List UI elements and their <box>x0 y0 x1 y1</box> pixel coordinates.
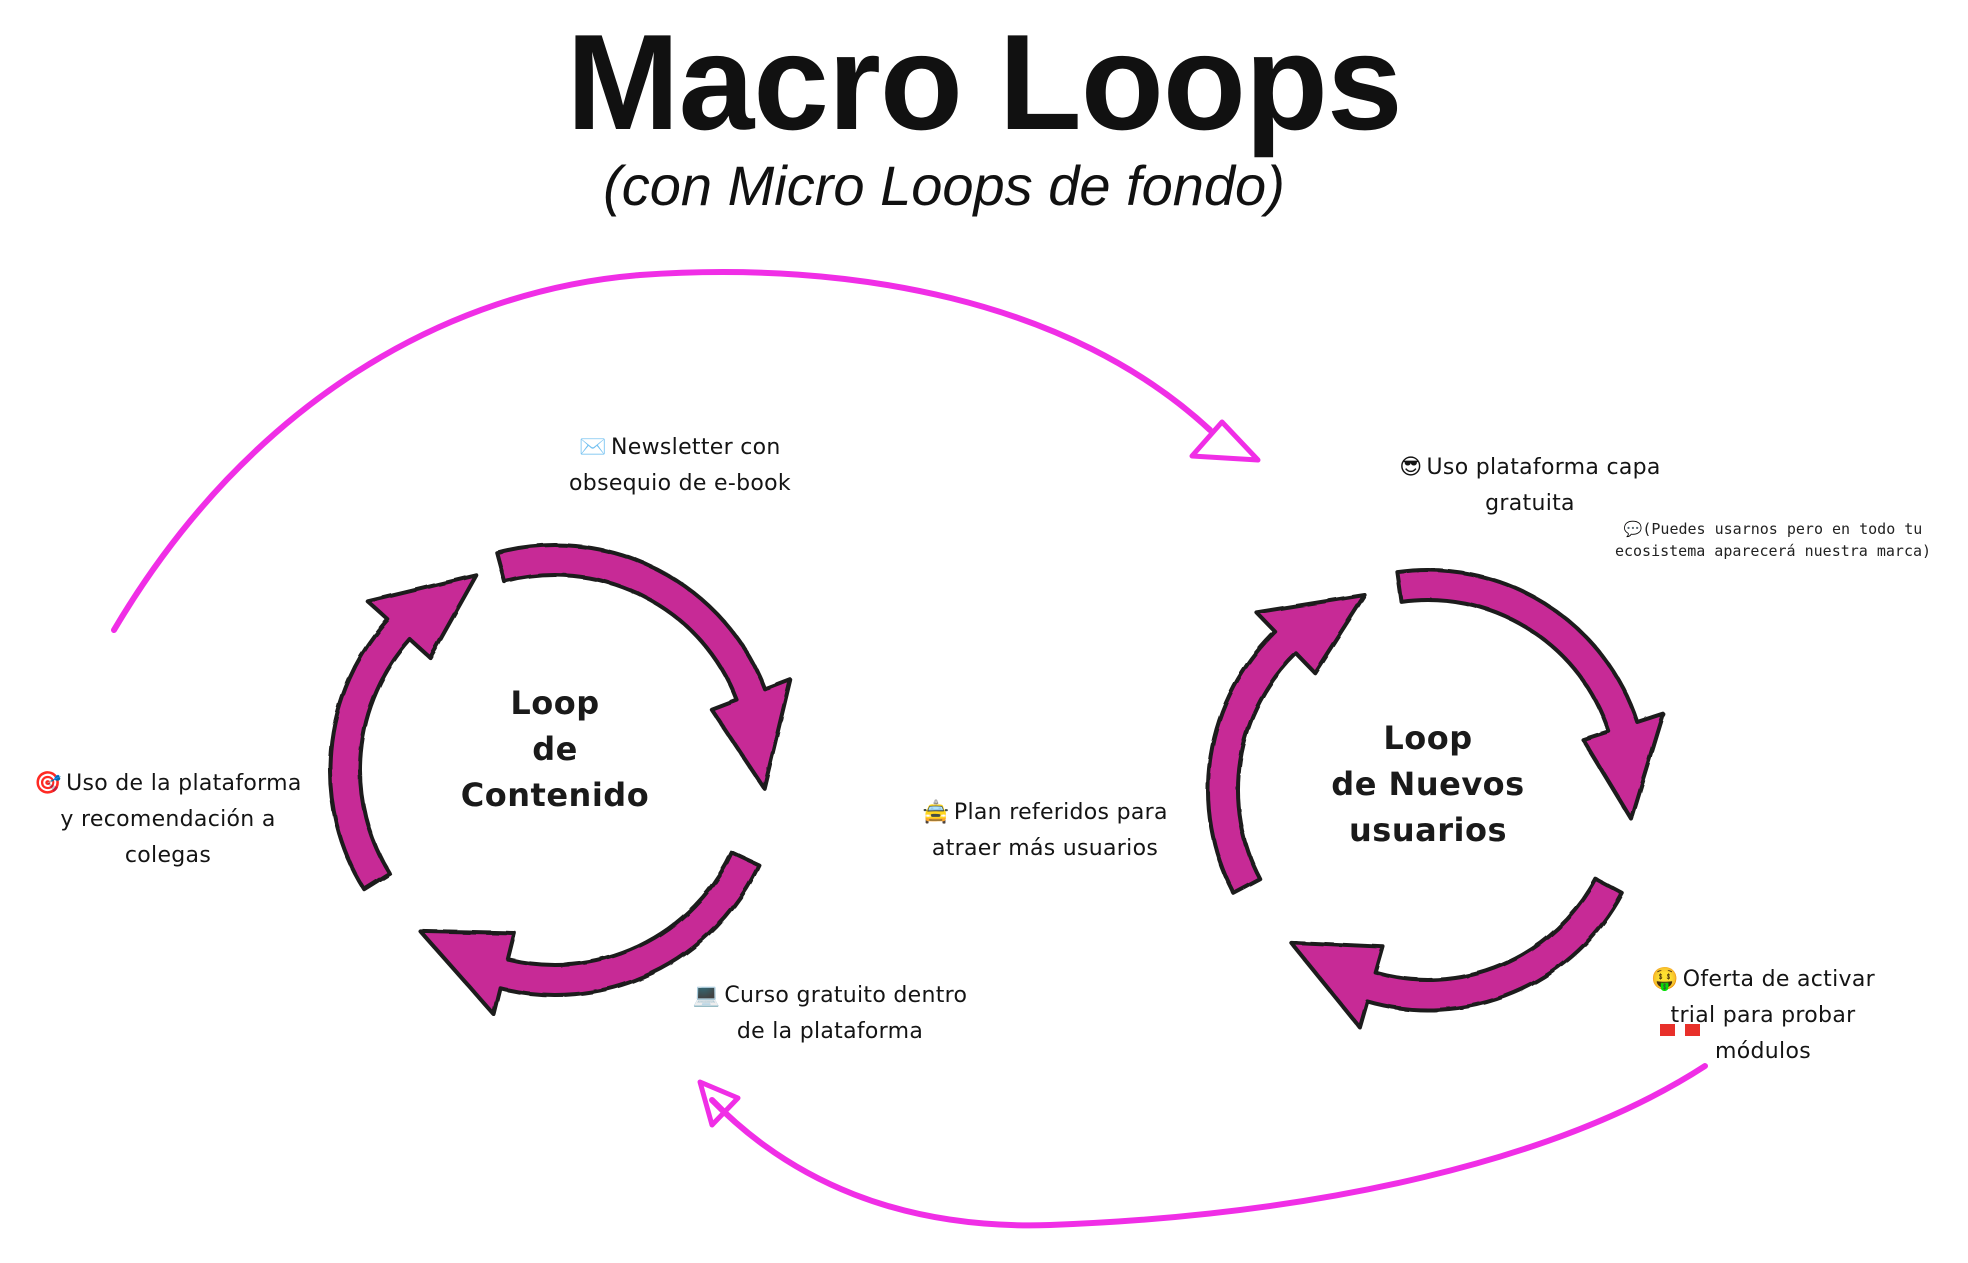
note-uso-gratuita: 😎Uso plataforma capa gratuita <box>1399 455 1661 516</box>
macro-arrow-bottom <box>697 1063 1708 1229</box>
red-flag-icon <box>1685 1024 1700 1036</box>
loop-arrow-segment-3 <box>1206 593 1367 896</box>
macro-arrow-top-curve <box>111 269 1213 633</box>
sunglasses-face-icon: 😎 <box>1399 455 1423 480</box>
red-flag-icon <box>1660 1024 1675 1036</box>
note-curso: 💻Curso gratuito dentro de la plataforma <box>692 983 968 1044</box>
macro-arrow-top-head <box>1189 419 1261 463</box>
note-referidos: 🚖Plan referidos para atraer más usuarios <box>922 800 1168 861</box>
macro-arrow-bottom-curve <box>709 1063 1708 1229</box>
loop-contenido-label-1: Loop <box>510 684 600 722</box>
loop-usuarios-label-3: usuarios <box>1349 811 1507 849</box>
macro-arrow-top <box>111 269 1261 633</box>
page-subtitle: (con Micro Loops de fondo) <box>603 154 1285 217</box>
loop-arrow-segment-1 <box>1395 568 1665 821</box>
loop-contenido-label-2: de <box>532 730 578 768</box>
money-face-icon: 🤑 <box>1651 967 1679 992</box>
loop-arrow-segment-1 <box>494 543 793 791</box>
loop-usuarios-label-2: de Nuevos <box>1331 765 1525 803</box>
note-oferta: 🤑Oferta de activar trial para probar mód… <box>1651 967 1875 1064</box>
loop-arrow-segment-3 <box>328 573 479 892</box>
loop-contenido-label-3: Contenido <box>460 776 650 814</box>
note-newsletter: ✉️Newsletter con obsequio de e-book <box>569 435 791 496</box>
loop-arrow-segment-2 <box>418 850 761 1017</box>
page-title: Macro Loops <box>566 6 1402 158</box>
loop-contenido-label: Loop de Contenido <box>425 680 685 818</box>
speech-bubble-icon: 💬 <box>1623 520 1643 538</box>
note-marca: 💬(Puedes usarnos pero en todo tu ecosist… <box>1614 520 1932 560</box>
loop-usuarios-arrows <box>1206 568 1665 1030</box>
note-uso-recomendacion: 🎯Uso de la plataforma y recomendación a … <box>34 771 302 868</box>
loop-contenido-arrows <box>328 543 793 1017</box>
loop-arrow-segment-2 <box>1288 877 1625 1030</box>
loop-usuarios-label: Loop de Nuevos usuarios <box>1288 715 1568 853</box>
target-icon: 🎯 <box>34 771 63 796</box>
taxi-icon: 🚖 <box>922 800 950 825</box>
flag-icons <box>1660 1024 1700 1036</box>
macro-arrow-bottom-head <box>697 1079 741 1128</box>
loop-usuarios-label-1: Loop <box>1383 719 1473 757</box>
envelope-icon: ✉️ <box>579 435 608 460</box>
laptop-icon: 💻 <box>692 983 721 1008</box>
